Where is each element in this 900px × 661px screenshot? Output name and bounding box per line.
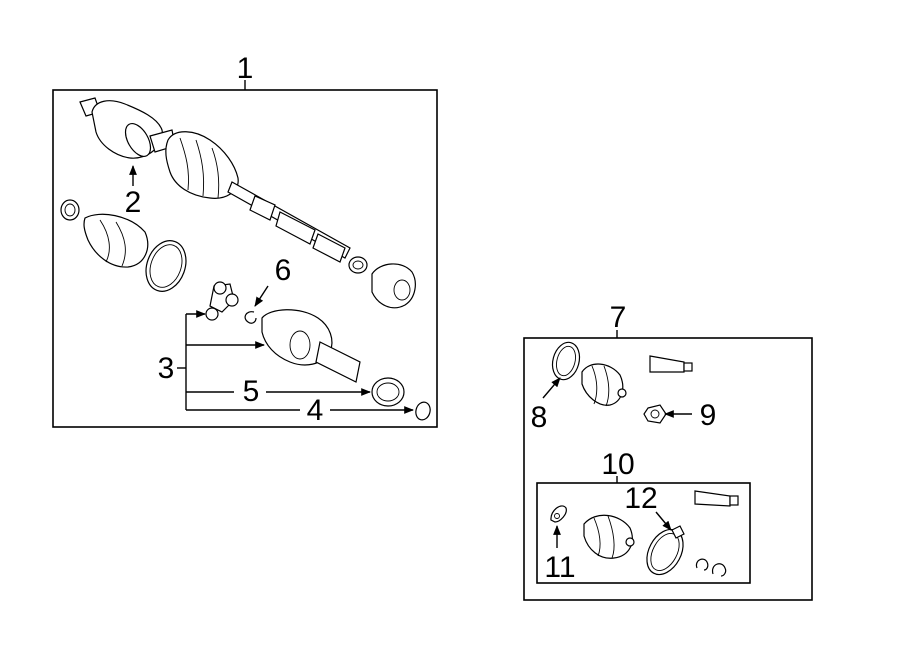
kit-clamp-part[interactable] bbox=[549, 339, 584, 382]
callout-2[interactable]: 2 bbox=[125, 186, 142, 219]
callout-12[interactable]: 12 bbox=[624, 482, 657, 515]
boot-clamp-large-part[interactable] bbox=[139, 235, 192, 297]
outer-cv-joint-part[interactable] bbox=[79, 97, 176, 161]
kit-boot-part[interactable] bbox=[581, 363, 627, 407]
boot-subkit-box bbox=[536, 482, 751, 584]
callout-5[interactable]: 5 bbox=[243, 375, 260, 408]
callout-11[interactable]: 11 bbox=[544, 551, 575, 584]
subkit-grease-tube-part[interactable] bbox=[694, 490, 739, 507]
outer-boot-part[interactable] bbox=[83, 213, 149, 268]
inner-joint-part[interactable] bbox=[261, 309, 361, 383]
callout-6[interactable]: 6 bbox=[275, 254, 292, 287]
callout-3[interactable]: 3 bbox=[158, 352, 175, 385]
small-oring-part[interactable] bbox=[414, 400, 432, 421]
callout-3-bracket bbox=[177, 310, 414, 414]
seal-ring-part[interactable] bbox=[371, 377, 405, 407]
boot-kit-group: 7 8 9 10 11 bbox=[523, 301, 813, 601]
subkit-boot-part[interactable] bbox=[583, 514, 635, 559]
grease-tube-part[interactable] bbox=[649, 355, 693, 373]
inner-joint-housing-part[interactable] bbox=[371, 263, 416, 309]
callout-10[interactable]: 10 bbox=[601, 448, 634, 481]
callout-8-arrow bbox=[542, 377, 561, 399]
callout-8[interactable]: 8 bbox=[531, 401, 548, 434]
boot-kit-box bbox=[523, 337, 813, 601]
callout-12-arrow bbox=[655, 511, 672, 531]
axle-shaft-part[interactable] bbox=[227, 181, 351, 263]
subkit-clip-part[interactable] bbox=[550, 505, 567, 523]
axle-boot-part[interactable] bbox=[165, 131, 239, 199]
clamp-ring-part[interactable] bbox=[348, 256, 368, 274]
callout-4[interactable]: 4 bbox=[307, 394, 324, 427]
snap-ring-part[interactable] bbox=[244, 311, 257, 324]
callout-7[interactable]: 7 bbox=[610, 301, 627, 334]
callout-9[interactable]: 9 bbox=[700, 399, 717, 432]
axle-assembly-group: 1 2 bbox=[52, 52, 438, 428]
subkit-clips-part[interactable] bbox=[695, 558, 727, 577]
kit-nut-part[interactable] bbox=[643, 404, 667, 424]
subkit-band-clamp-part[interactable] bbox=[640, 523, 691, 580]
boot-clamp-small-part[interactable] bbox=[60, 199, 80, 221]
callout-1[interactable]: 1 bbox=[237, 52, 254, 85]
tripod-joint-part[interactable] bbox=[205, 281, 239, 321]
callout-6-arrow bbox=[254, 285, 269, 307]
